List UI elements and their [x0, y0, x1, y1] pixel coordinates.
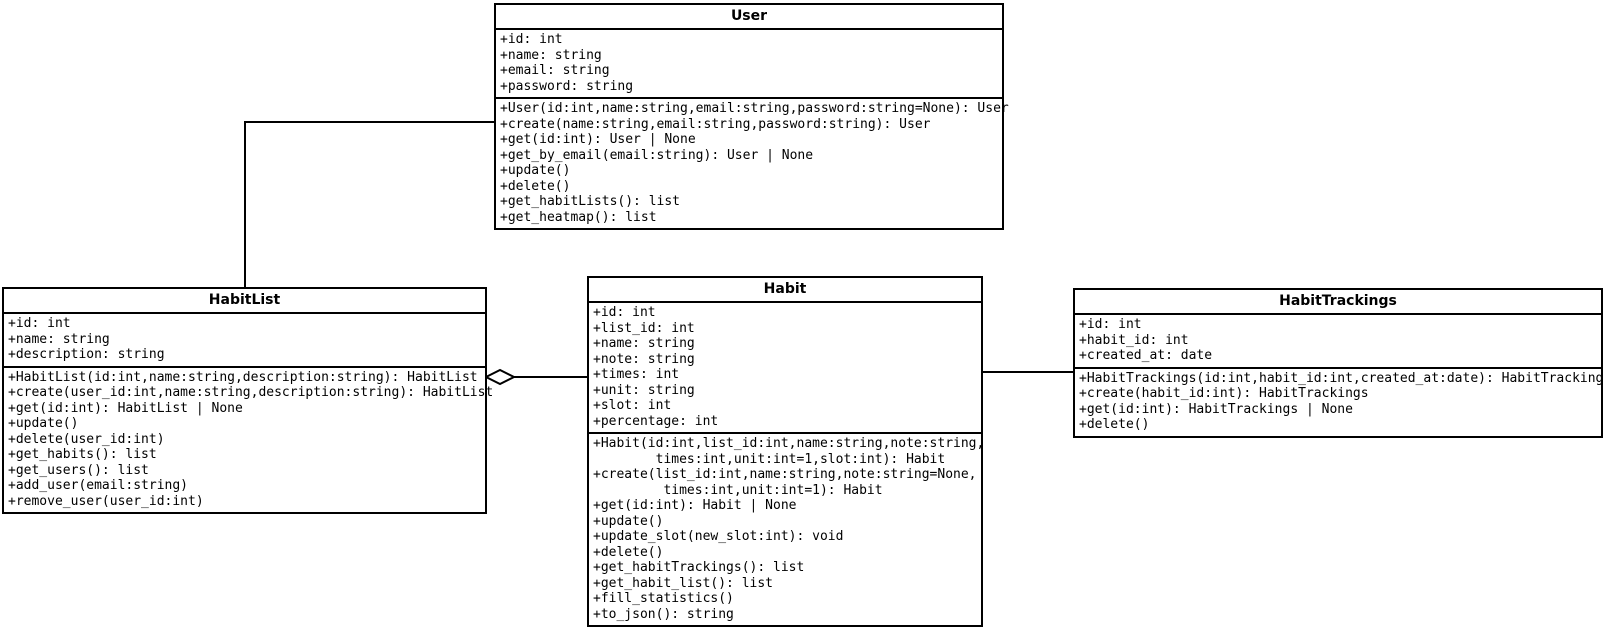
uml-member-line: +unit: string	[593, 382, 695, 398]
uml-member-line: +email: string	[500, 63, 610, 78]
class-box-habittrackings: HabitTrackings +id: int+habit_id: int+cr…	[1073, 288, 1603, 438]
uml-member-line: +Habit(id:int,list_id:int,name:string,no…	[593, 436, 985, 451]
methods-section-user: +User(id:int,name:string,email:string,pa…	[496, 99, 1009, 228]
attributes-section-habit: +id: int+list_id: int+name: string+note:…	[589, 303, 981, 434]
uml-member-line: +create(name:string,email:string,passwor…	[500, 116, 931, 132]
uml-member-line: times:int,unit:int=1): Habit	[593, 482, 883, 498]
uml-member-line: +times: int	[593, 367, 680, 382]
class-title-habittrackings: HabitTrackings	[1075, 290, 1601, 315]
uml-member-line: +update()	[593, 513, 664, 529]
uml-member-line: +create(user_id:int,name:string,descript…	[8, 385, 494, 400]
attributes-section-user: +id: int+name: string+email: string+pass…	[496, 30, 1002, 99]
attributes-section-habitlist: +id: int+name: string+description: strin…	[4, 314, 485, 368]
class-title-habitlist: HabitList	[4, 289, 485, 314]
uml-member-line: +percentage: int	[593, 413, 719, 429]
aggregation-diamond-icon	[483, 368, 517, 386]
uml-member-line: +note: string	[593, 351, 695, 367]
uml-member-line: +slot: int	[593, 398, 672, 413]
class-box-habit: Habit +id: int+list_id: int+name: string…	[587, 276, 985, 627]
uml-member-line: +get(id:int): User | None	[500, 132, 696, 147]
uml-member-line: +id: int	[500, 32, 563, 47]
uml-member-line: +HabitList(id:int,name:string,descriptio…	[8, 369, 478, 385]
uml-member-line: +get_habitLists(): list	[500, 194, 681, 209]
connector-user-habitlist	[244, 121, 496, 289]
uml-member-line: +create(list_id:int,name:string,note:str…	[593, 467, 977, 482]
uml-member-line: +update()	[500, 163, 571, 178]
uml-member-line: +add_user(email:string)	[8, 478, 189, 493]
uml-member-line: +id: int	[593, 305, 656, 320]
uml-member-line: +update()	[8, 416, 79, 431]
uml-member-line: +name: string	[593, 336, 695, 351]
uml-member-line: +get(id:int): HabitTrackings | None	[1079, 401, 1353, 417]
uml-member-line: +list_id: int	[593, 320, 695, 336]
uml-member-line: +habit_id: int	[1079, 332, 1189, 348]
uml-member-line: +create(habit_id:int): HabitTrackings	[1079, 386, 1369, 401]
uml-member-line: times:int,unit:int=1,slot:int): Habit	[593, 451, 946, 467]
uml-member-line: +delete()	[1079, 417, 1150, 432]
uml-member-line: +fill_statistics()	[593, 591, 734, 606]
uml-member-line: +delete(user_id:int)	[8, 431, 165, 447]
uml-member-line: +id: int	[8, 316, 71, 331]
class-box-habitlist: HabitList +id: int+name: string+descript…	[2, 287, 494, 514]
uml-member-line: +delete()	[593, 544, 664, 560]
uml-member-line: +update_slot(new_slot:int): void	[593, 529, 844, 544]
attributes-section-habittrackings: +id: int+habit_id: int+created_at: date	[1075, 315, 1601, 369]
uml-member-line: +remove_user(user_id:int)	[8, 493, 204, 509]
uml-member-line: +password: string	[500, 78, 634, 94]
uml-member-line: +get_habit_list(): list	[593, 575, 774, 591]
methods-section-habitlist: +HabitList(id:int,name:string,descriptio…	[4, 368, 494, 513]
uml-member-line: +get(id:int): HabitList | None	[8, 400, 243, 416]
uml-member-line: +get_habitTrackings(): list	[593, 560, 805, 575]
uml-member-line: +name: string	[8, 331, 110, 347]
uml-member-line: +created_at: date	[1079, 348, 1213, 363]
uml-member-line: +get(id:int): Habit | None	[593, 498, 797, 513]
uml-member-line: +HabitTrackings(id:int,habit_id:int,crea…	[1079, 370, 1603, 386]
uml-member-line: +get_users(): list	[8, 462, 149, 478]
uml-member-line: +to_json(): string	[593, 606, 734, 622]
methods-section-habit: +Habit(id:int,list_id:int,name:string,no…	[589, 434, 985, 625]
uml-member-line: +name: string	[500, 47, 602, 63]
uml-member-line: +delete()	[500, 178, 571, 194]
uml-member-line: +User(id:int,name:string,email:string,pa…	[500, 101, 1009, 116]
uml-member-line: +get_by_email(email:string): User | None	[500, 147, 814, 163]
uml-member-line: +id: int	[1079, 317, 1142, 332]
uml-member-line: +get_habits(): list	[8, 447, 157, 462]
uml-member-line: +get_heatmap(): list	[500, 209, 657, 225]
uml-member-line: +description: string	[8, 347, 165, 362]
methods-section-habittrackings: +HabitTrackings(id:int,habit_id:int,crea…	[1075, 369, 1601, 436]
class-title-habit: Habit	[589, 278, 981, 303]
class-box-user: User +id: int+name: string+email: string…	[494, 3, 1009, 230]
class-title-user: User	[496, 5, 1002, 30]
